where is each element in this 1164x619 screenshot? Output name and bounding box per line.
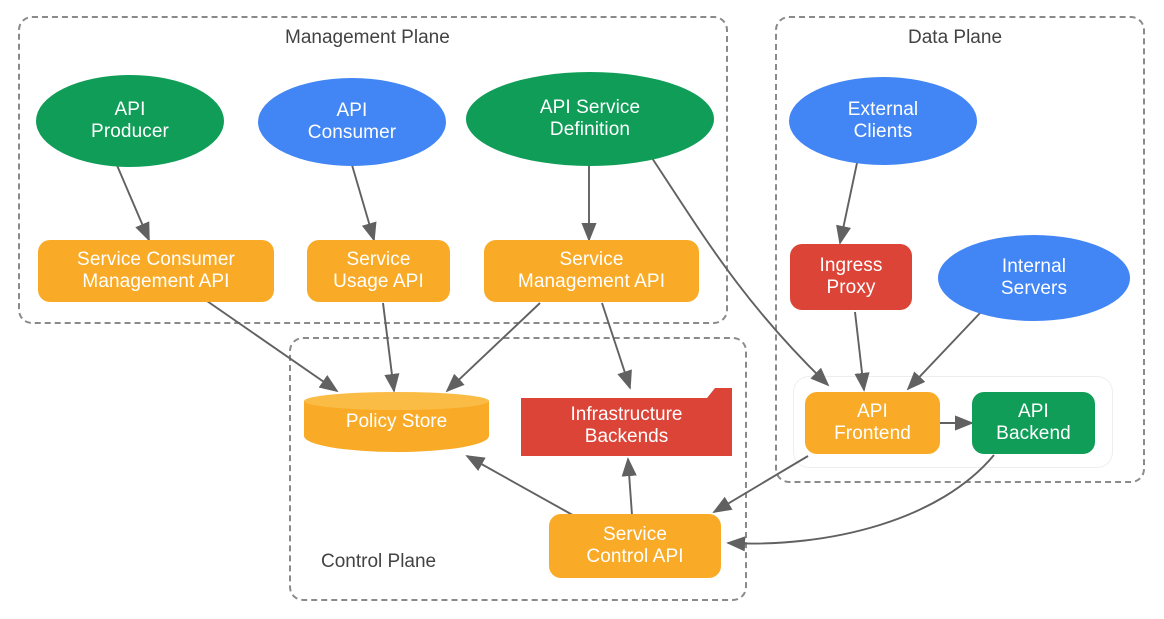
node-label-line1: Ingress bbox=[819, 254, 883, 276]
node-label-line1: API bbox=[857, 400, 888, 422]
node-label-line1: External bbox=[847, 98, 919, 120]
node-label-line2: Consumer bbox=[307, 122, 397, 143]
node-internal-servers-label: Internal Servers bbox=[1001, 256, 1067, 301]
node-api-backend[interactable]: API Backend bbox=[972, 392, 1095, 454]
node-label-line1: Internal bbox=[1001, 255, 1067, 277]
node-service-consumer-management-api[interactable]: Service Consumer Management API bbox=[38, 240, 274, 302]
node-label-line1: Service Consumer bbox=[77, 248, 235, 270]
node-label-line1: API Service bbox=[539, 96, 641, 118]
node-api-producer-label: API Producer bbox=[91, 99, 169, 144]
node-label-line2: Control API bbox=[586, 546, 684, 567]
node-api-backend-label: API Backend bbox=[996, 401, 1071, 446]
folder-shape bbox=[521, 388, 732, 456]
node-label-line2: Backends bbox=[584, 426, 669, 447]
cylinder-top bbox=[304, 392, 489, 410]
node-internal-servers[interactable]: Internal Servers bbox=[938, 235, 1130, 321]
node-api-consumer-label: API Consumer bbox=[308, 100, 396, 145]
node-label-line1: Infrastructure bbox=[570, 403, 683, 425]
node-label-line1: API bbox=[336, 99, 368, 121]
node-service-consumer-management-api-label: Service Consumer Management API bbox=[77, 249, 235, 294]
node-infrastructure-backends[interactable]: Infrastructure Backends bbox=[519, 386, 734, 458]
node-service-control-api-label: Service Control API bbox=[586, 524, 683, 569]
node-external-clients[interactable]: External Clients bbox=[789, 77, 977, 165]
node-label-line1: Service bbox=[346, 248, 411, 270]
node-api-service-definition-label: API Service Definition bbox=[540, 97, 640, 142]
node-policy-store-label: Policy Store bbox=[345, 411, 448, 432]
node-policy-store[interactable]: Policy Store bbox=[304, 392, 489, 452]
node-label-line2: Producer bbox=[91, 121, 169, 142]
node-service-usage-api-label: Service Usage API bbox=[333, 249, 424, 294]
plane-data-label: Data Plane bbox=[908, 27, 1003, 48]
node-api-service-definition[interactable]: API Service Definition bbox=[466, 72, 714, 166]
node-label-line2: Proxy bbox=[826, 277, 876, 298]
node-label-line1: API bbox=[1018, 400, 1049, 422]
node-infrastructure-backends-label: Infrastructure Backends bbox=[519, 394, 734, 458]
plane-management-label: Management Plane bbox=[285, 27, 450, 48]
node-label-line2: Clients bbox=[853, 121, 913, 142]
node-label-line1: Service bbox=[602, 523, 668, 545]
node-service-usage-api[interactable]: Service Usage API bbox=[307, 240, 450, 302]
node-service-control-api[interactable]: Service Control API bbox=[549, 514, 721, 578]
node-api-producer[interactable]: API Producer bbox=[36, 75, 224, 167]
node-label-line1: Service bbox=[559, 248, 624, 270]
node-label-line2: Management API bbox=[517, 271, 666, 292]
node-service-management-api-label: Service Management API bbox=[518, 249, 665, 294]
node-label-line2: Backend bbox=[996, 423, 1071, 444]
node-label-line1: API bbox=[114, 98, 146, 120]
node-api-frontend[interactable]: API Frontend bbox=[805, 392, 940, 454]
plane-control-label: Control Plane bbox=[321, 551, 437, 572]
node-api-consumer[interactable]: API Consumer bbox=[258, 78, 446, 166]
node-label-line2: Definition bbox=[549, 119, 631, 140]
node-label-line2: Frontend bbox=[834, 423, 911, 444]
node-service-management-api[interactable]: Service Management API bbox=[484, 240, 699, 302]
node-label-line2: Servers bbox=[1000, 278, 1068, 299]
node-label-line2: Usage API bbox=[333, 271, 424, 292]
node-ingress-proxy[interactable]: Ingress Proxy bbox=[790, 244, 912, 310]
node-external-clients-label: External Clients bbox=[848, 99, 919, 144]
node-ingress-proxy-label: Ingress Proxy bbox=[819, 255, 882, 300]
node-label-line2: Management API bbox=[82, 271, 230, 292]
node-api-frontend-label: API Frontend bbox=[834, 401, 911, 446]
